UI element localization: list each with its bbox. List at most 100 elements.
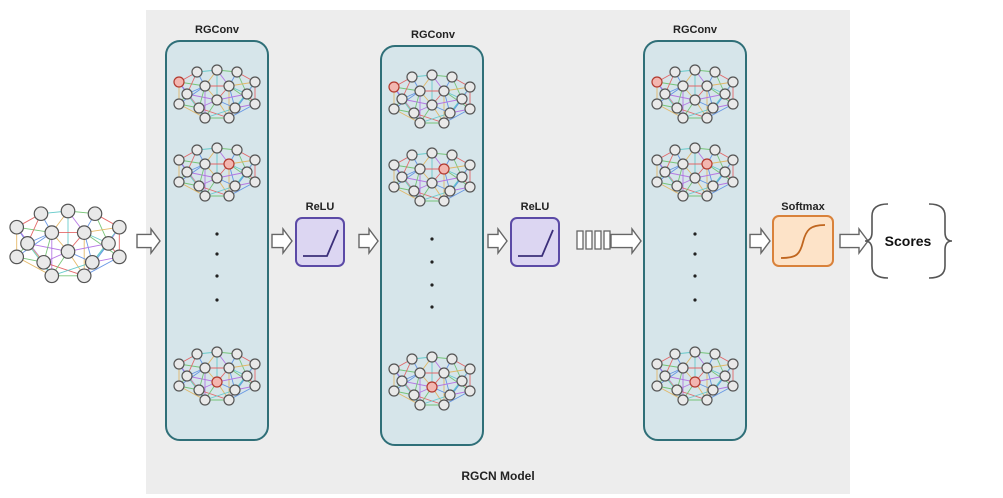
graph-node [249, 76, 261, 88]
graph-node [249, 154, 261, 166]
graph-node [193, 384, 205, 396]
graph-node [464, 81, 476, 93]
graph-node [689, 142, 701, 154]
relu-block-1-box [295, 217, 345, 267]
graph-node [406, 149, 418, 161]
graph-node [651, 176, 663, 188]
graph-node [677, 362, 689, 374]
graph-icon [173, 142, 261, 202]
ellipsis-dot [215, 298, 219, 302]
graph-node [456, 93, 468, 105]
graph-node [191, 144, 203, 156]
graph-node [707, 102, 719, 114]
graph-node [701, 112, 713, 124]
graph-node [249, 380, 261, 392]
graph-node [414, 117, 426, 129]
graph-node [173, 154, 185, 166]
graph-node [199, 394, 211, 406]
relu-curve-icon [303, 229, 339, 257]
ellipsis-dot [693, 252, 697, 256]
graph-node [211, 346, 223, 358]
graph-node [677, 190, 689, 202]
graph-node [426, 351, 438, 363]
graph-node [464, 385, 476, 397]
graph-node [33, 206, 49, 222]
graph-node [396, 171, 408, 183]
graph-node [173, 358, 185, 370]
right-arrow-icon [749, 226, 771, 256]
highlighted-graph-node [651, 76, 663, 88]
rgconv-layer-1-box [165, 40, 269, 441]
softmax-block: Softmax [772, 201, 834, 267]
highlighted-graph-node [211, 376, 223, 388]
graph-node [84, 254, 100, 270]
graph-node [408, 389, 420, 401]
rgconv-layer-2: RGConv [380, 29, 484, 446]
ellipsis-dot [215, 232, 219, 236]
scores-output: Scores [864, 203, 953, 279]
graph-node [241, 88, 253, 100]
graph-icon [388, 351, 476, 411]
ellipsis-dot [693, 232, 697, 236]
graph-node [689, 64, 701, 76]
graph-node [199, 362, 211, 374]
graph-node [677, 80, 689, 92]
graph-node [414, 163, 426, 175]
rgconv-layer-3-box [643, 40, 747, 441]
graph-node [199, 112, 211, 124]
relu-block-2-box [510, 217, 560, 267]
graph-node [464, 103, 476, 115]
graph-node [9, 249, 25, 265]
softmax-block-label: Softmax [781, 201, 825, 213]
graph-node [223, 190, 235, 202]
graph-node [231, 348, 243, 360]
rgconv-layer-1: RGConv [165, 24, 269, 441]
graph-node [181, 88, 193, 100]
ellipsis-dot [430, 305, 434, 309]
rgconv-layer-2-box [380, 45, 484, 446]
graph-node [406, 71, 418, 83]
graph-node [701, 190, 713, 202]
graph-node [456, 375, 468, 387]
relu-curve-icon [518, 229, 554, 257]
graph-node [231, 144, 243, 156]
graph-node [671, 180, 683, 192]
graph-node [709, 144, 721, 156]
graph-node [76, 268, 92, 284]
graph-node [444, 389, 456, 401]
graph-node [193, 180, 205, 192]
relu-block-2-label: ReLU [521, 201, 550, 213]
graph-node [241, 166, 253, 178]
ellipsis-dot [430, 283, 434, 287]
right-arrow-icon [839, 226, 869, 256]
graph-node [701, 80, 713, 92]
graph-node [444, 107, 456, 119]
graph-icon [388, 69, 476, 129]
graph-node [669, 144, 681, 156]
graph-node [426, 147, 438, 159]
rgconv-layer-3-label: RGConv [673, 24, 718, 36]
ellipsis-dot [215, 274, 219, 278]
graph-node [191, 348, 203, 360]
graph-node [388, 385, 400, 397]
ellipsis-dot [430, 237, 434, 241]
graph-node [388, 363, 400, 375]
graph-node [719, 370, 731, 382]
relu-block-1-label: ReLU [306, 201, 335, 213]
graph-node [709, 348, 721, 360]
graph-icon [651, 142, 739, 202]
rgconv-layer-1-label: RGConv [195, 24, 240, 36]
stacked-bars-icon [576, 230, 611, 250]
rgconv-layer-2-label: RGConv [411, 29, 456, 41]
graph-node [193, 102, 205, 114]
ellipsis-dot [430, 260, 434, 264]
graph-node [707, 384, 719, 396]
highlighted-graph-node [388, 81, 400, 93]
graph-node [406, 353, 418, 365]
graph-node [426, 99, 438, 111]
ellipsis-dot [693, 274, 697, 278]
graph-node [464, 181, 476, 193]
graph-node [101, 236, 116, 251]
ellipsis-dot [215, 252, 219, 256]
